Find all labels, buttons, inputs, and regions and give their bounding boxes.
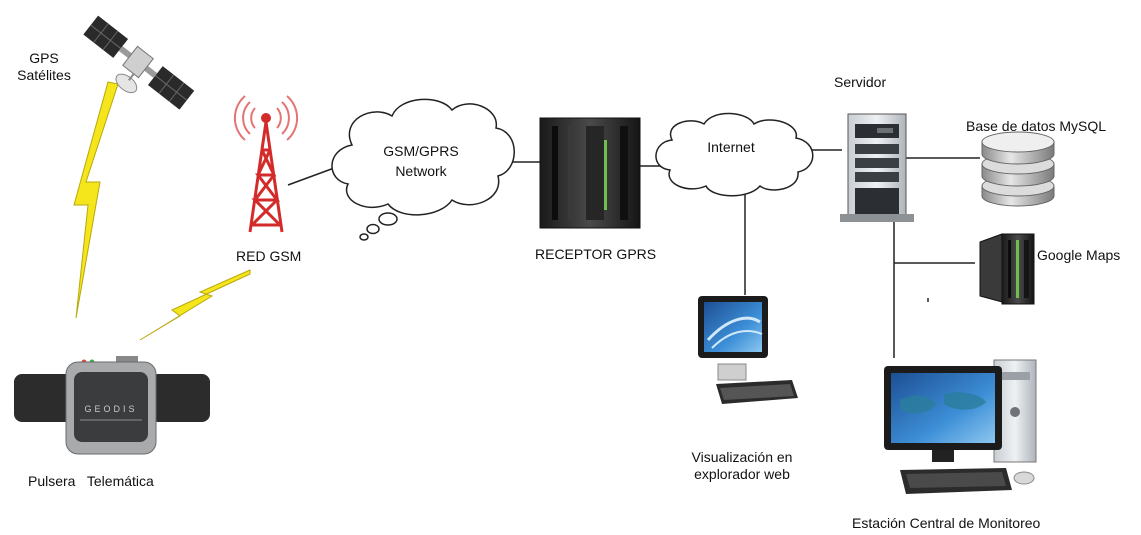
pulsera-label: Pulsera Telemática <box>28 473 154 489</box>
visualizacion-label-line1: Visualización en <box>691 449 793 465</box>
google-maps-label: Google Maps <box>1037 247 1121 263</box>
device-brand: GEODIS <box>84 404 137 414</box>
rack-server-icon <box>539 117 641 229</box>
servidor-label: Servidor <box>834 74 887 90</box>
monitor-icon <box>698 296 798 404</box>
gsm-cloud-label-line1: GSM/GPRS <box>383 143 458 159</box>
internet-label: Internet <box>707 139 755 155</box>
maps-rack-server-icon <box>979 233 1035 305</box>
visualizacion-label: Visualización en explorador web <box>670 449 814 483</box>
internet-cloud <box>655 112 814 197</box>
red-gsm-label: RED GSM <box>236 248 302 264</box>
gsm-gprs-cloud <box>331 98 515 241</box>
gps-label-line2: Satélites <box>17 67 71 83</box>
signal-bolt-icon <box>73 81 251 341</box>
cell-tower-icon <box>233 95 299 233</box>
gps-label: GPS Satélites <box>14 50 74 84</box>
desktop-computer-icon <box>884 359 1037 494</box>
visualizacion-label-line2: explorador web <box>694 466 790 482</box>
gsm-cloud-label-line2: Network <box>395 163 447 179</box>
tower-server-icon <box>840 113 914 222</box>
gps-label-line1: GPS <box>29 50 59 66</box>
smart-bracelet-icon: GEODIS <box>14 356 210 455</box>
estacion-label: Estación Central de Monitoreo <box>852 515 1041 531</box>
database-icon <box>981 131 1055 207</box>
receptor-label: RECEPTOR GPRS <box>535 246 657 262</box>
satellite-icon <box>83 15 195 110</box>
base-datos-label: Base de datos MySQL <box>966 118 1107 134</box>
